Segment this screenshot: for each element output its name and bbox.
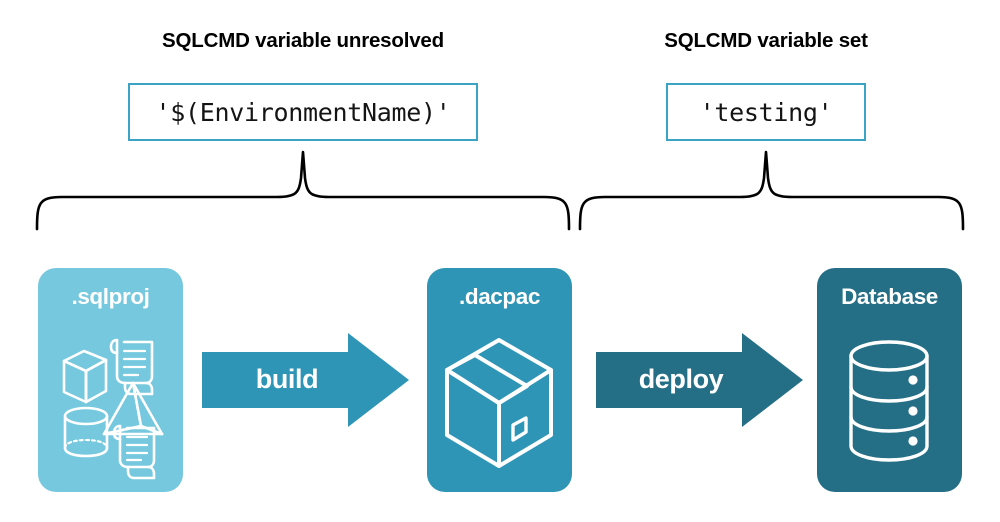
package-box-icon xyxy=(445,338,553,468)
database-artwork xyxy=(849,340,929,462)
database-status-dots xyxy=(908,375,918,446)
arrow-deploy: deploy xyxy=(592,330,807,430)
cylinder-icon xyxy=(63,406,109,458)
arrow-build-shape xyxy=(202,333,409,427)
code-value-box-environment-name: '$(EnvironmentName)' xyxy=(128,83,478,141)
brace-right xyxy=(578,150,965,231)
scroll-icon xyxy=(112,424,156,480)
arrow-deploy-shape xyxy=(596,333,803,427)
scroll-icon xyxy=(109,338,154,396)
heading-sqlcmd-variable-unresolved: SQLCMD variable unresolved xyxy=(162,29,444,52)
heading-sqlcmd-variable-set: SQLCMD variable set xyxy=(664,29,868,52)
code-value-box-testing: 'testing' xyxy=(666,83,866,141)
stage-card-dacpac: .dacpac xyxy=(427,268,572,492)
stage-label-dacpac: .dacpac xyxy=(459,284,540,309)
cube-icon xyxy=(62,349,108,404)
stage-card-database: Database xyxy=(817,268,962,492)
pyramid-icon xyxy=(102,381,164,436)
stage-label-sqlproj: .sqlproj xyxy=(71,284,150,309)
arrow-build: build xyxy=(198,330,413,430)
brace-left xyxy=(35,150,571,231)
stage-label-database: Database xyxy=(841,284,938,309)
sqlproj-artwork xyxy=(62,338,164,480)
dacpac-artwork xyxy=(445,338,553,468)
stage-card-sqlproj: .sqlproj xyxy=(38,268,183,492)
database-cylinder-icon xyxy=(849,340,929,462)
